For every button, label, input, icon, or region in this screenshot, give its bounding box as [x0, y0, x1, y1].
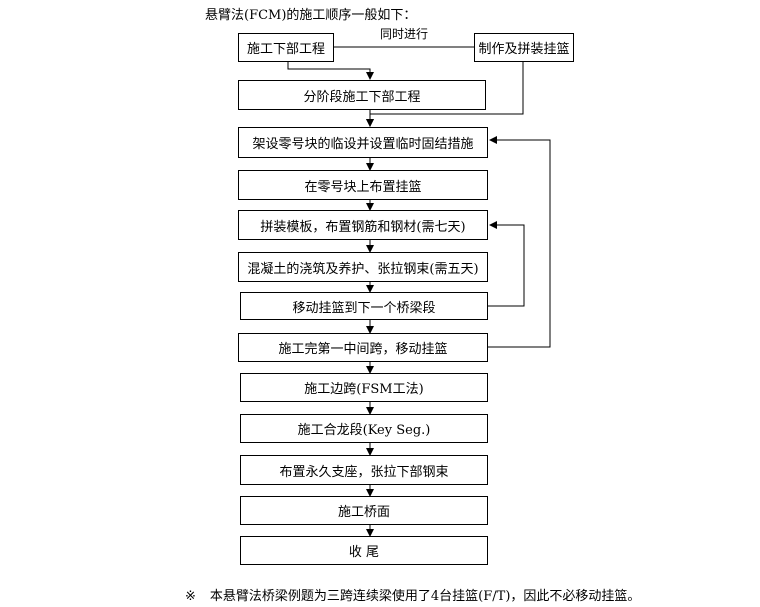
box-finish: 收 尾: [240, 536, 488, 565]
box-concrete: 混凝土的浇筑及养护、张拉钢束(需五天): [238, 252, 488, 282]
loop-move-to-formwork: [488, 221, 525, 307]
box-deck: 施工桥面: [240, 496, 488, 525]
box-side-span: 施工边跨(FSM工法): [240, 373, 488, 402]
box-formwork: 拼装模板，布置钢筋和钢材(需七天): [238, 210, 488, 240]
box-mid-span: 施工完第一中间跨，移动挂篮: [238, 333, 488, 362]
footer-note: ※ 本悬臂法桥梁例题为三跨连续梁使用了4台挂篮(F/T)，因此不必移动挂篮。: [185, 585, 640, 604]
box-move-traveler: 移动挂篮到下一个桥梁段: [240, 292, 488, 320]
box-bearings: 布置永久支座，张拉下部钢束: [240, 455, 488, 485]
box-pier-table: 架设零号块的临设并设置临时固结措施: [238, 127, 488, 158]
box-install-traveler: 在零号块上布置挂篮: [238, 170, 488, 200]
simultaneous-label: 同时进行: [380, 27, 429, 41]
reference-mark-icon: ※: [185, 589, 196, 604]
box-closure: 施工合龙段(Key Seg.): [240, 414, 488, 443]
page-title: 悬臂法(FCM)的施工顺序一般如下：: [205, 8, 417, 23]
box-substructure: 施工下部工程: [238, 33, 334, 62]
footer-text: 本悬臂法桥梁例题为三跨连续梁使用了4台挂篮(F/T)，因此不必移动挂篮。: [209, 589, 641, 604]
box-traveler: 制作及拼装挂篮: [474, 33, 574, 62]
box-stage-substructure: 分阶段施工下部工程: [238, 80, 486, 110]
arrow-sub-to-stage: [287, 62, 374, 80]
loop-midspan-to-pier: [488, 136, 551, 348]
